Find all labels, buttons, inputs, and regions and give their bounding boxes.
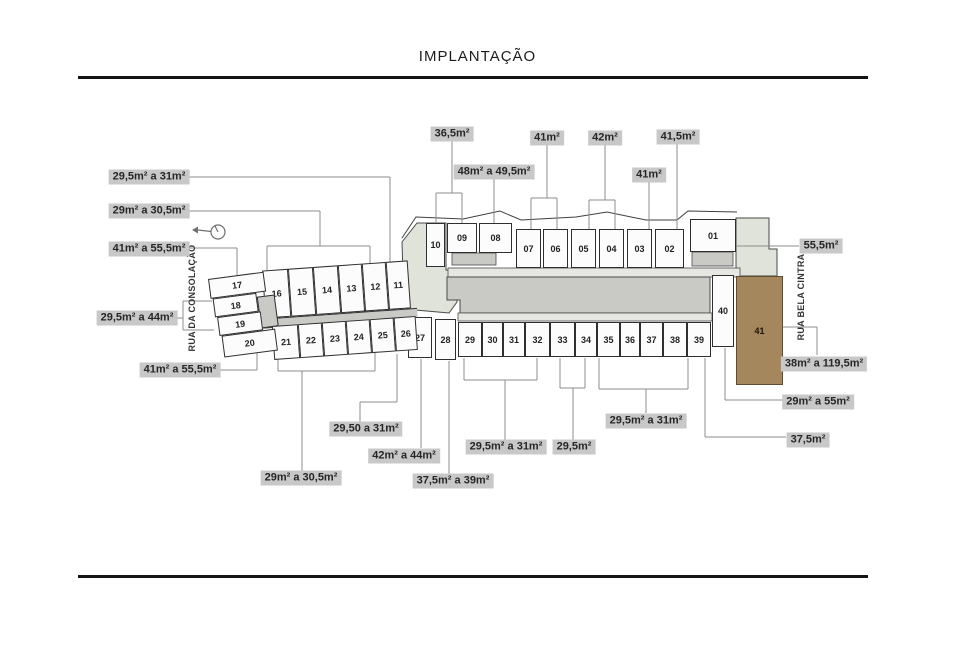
area-label: 42m² a 44m² bbox=[368, 448, 440, 464]
unit-31: 31 bbox=[503, 322, 525, 357]
unit-36: 36 bbox=[620, 322, 640, 357]
area-label: 41,5m² bbox=[656, 129, 700, 145]
unit-15: 15 bbox=[287, 267, 317, 317]
area-label: 29,5m² a 31m² bbox=[605, 413, 687, 429]
area-label: 29,50 a 31m² bbox=[329, 421, 403, 437]
unit-14: 14 bbox=[312, 265, 342, 315]
area-label: 29,5m² a 31m² bbox=[108, 169, 190, 185]
unit-13: 13 bbox=[337, 263, 366, 314]
page-title: IMPLANTAÇÃO bbox=[418, 48, 537, 65]
area-label: 48m² a 49,5m² bbox=[453, 164, 535, 180]
unit-12: 12 bbox=[361, 261, 390, 312]
bottom-rule bbox=[78, 575, 868, 578]
street-label-consolacao: RUA DA CONSOLAÇÃO bbox=[187, 244, 197, 352]
unit-04: 04 bbox=[599, 229, 624, 268]
gray-inset-under-01 bbox=[691, 251, 734, 267]
unit-23: 23 bbox=[321, 320, 349, 357]
unit-02: 02 bbox=[655, 229, 684, 268]
area-label: 29m² a 55m² bbox=[782, 394, 854, 410]
unit-33: 33 bbox=[550, 322, 575, 357]
area-label: 41m² bbox=[632, 167, 666, 183]
area-label: 41m² a 55,5m² bbox=[108, 241, 190, 257]
area-label: 29,5m² a 31m² bbox=[465, 439, 547, 455]
street-label-bela-cintra: RUA BELA CINTRA bbox=[796, 253, 806, 341]
area-label: 29m² a 30,5m² bbox=[260, 470, 342, 486]
unit-24: 24 bbox=[345, 319, 373, 355]
unit-06: 06 bbox=[543, 229, 568, 268]
unit-40: 40 bbox=[712, 275, 734, 347]
unit-11: 11 bbox=[385, 260, 411, 310]
area-label: 29,5m² a 44m² bbox=[96, 310, 178, 326]
north-arrow-icon bbox=[192, 224, 226, 240]
unit-05: 05 bbox=[571, 229, 596, 268]
unit-25: 25 bbox=[369, 317, 396, 354]
unit-09: 09 bbox=[447, 223, 477, 253]
unit-39: 39 bbox=[687, 322, 711, 357]
area-label: 41m² a 55,5m² bbox=[139, 362, 221, 378]
area-label: 29,5m² bbox=[552, 439, 596, 455]
unit-08: 08 bbox=[479, 223, 512, 253]
area-label: 38m² a 119,5m² bbox=[780, 356, 868, 372]
area-label: 42m² bbox=[588, 130, 622, 146]
area-label: 55,5m² bbox=[799, 238, 843, 254]
unit-34: 34 bbox=[575, 322, 597, 357]
site-outline-roofline bbox=[401, 210, 738, 239]
top-rule bbox=[78, 76, 868, 79]
unit-10: 10 bbox=[426, 223, 445, 267]
gray-inset-under-09 bbox=[451, 252, 497, 266]
unit-32: 32 bbox=[525, 322, 550, 357]
unit-29: 29 bbox=[458, 322, 482, 357]
area-label: 29m² a 30,5m² bbox=[108, 203, 190, 219]
unit-26: 26 bbox=[393, 315, 418, 352]
unit-37: 37 bbox=[640, 322, 663, 357]
unit-30: 30 bbox=[482, 322, 503, 357]
unit-01: 01 bbox=[690, 219, 736, 252]
area-label: 36,5m² bbox=[430, 126, 474, 142]
unit-41: 41 bbox=[736, 276, 783, 385]
unit-07: 07 bbox=[516, 229, 541, 268]
unit-28: 28 bbox=[435, 319, 456, 360]
area-label: 37,5m² a 39m² bbox=[412, 473, 494, 489]
unit-22: 22 bbox=[297, 322, 325, 359]
area-label: 37,5m² bbox=[786, 432, 830, 448]
unit-35: 35 bbox=[597, 322, 620, 357]
area-label: 41m² bbox=[530, 130, 564, 146]
unit-38: 38 bbox=[663, 322, 687, 357]
unit-03: 03 bbox=[627, 229, 652, 268]
